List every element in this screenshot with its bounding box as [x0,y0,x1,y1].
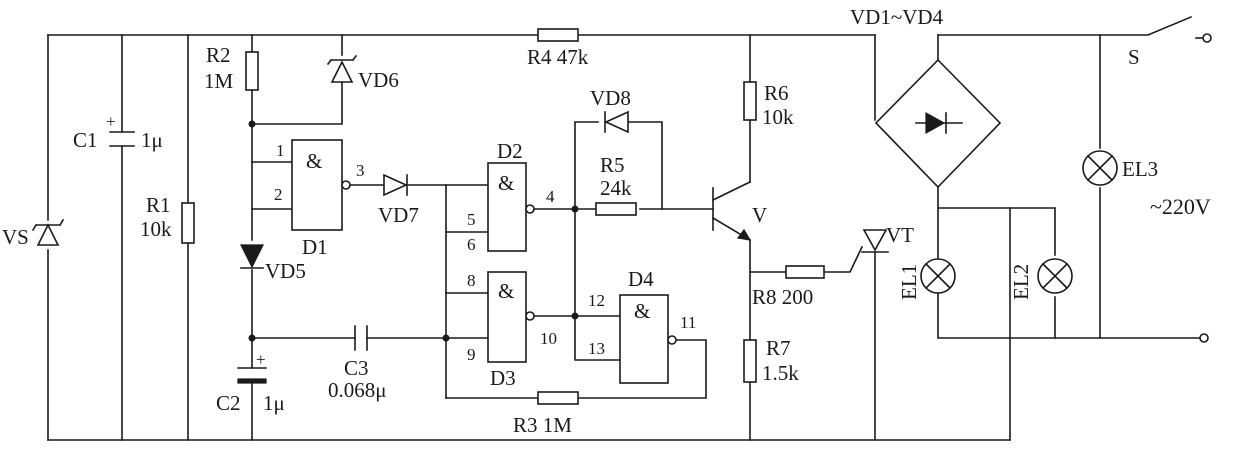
lamp-el1: EL1 [897,258,956,300]
gate-d1: & 1 2 3 D1 [274,139,365,259]
gate-d2: & D2 5 6 4 [467,139,555,254]
diode-vd6: VD6 [326,54,399,92]
resistor-r6: R6 10k [743,81,794,129]
label-el1: EL1 [897,264,921,300]
diode-vd5: VD5 [240,244,306,283]
label-d2-pin4: 4 [546,187,555,206]
gate-d4-symbol: & [634,299,650,323]
label-r4: R4 47k [527,45,589,69]
label-d2-pin5: 5 [467,210,476,229]
label-d3-pin10: 10 [540,329,557,348]
bridge-rectifier: VD1~VD4 [850,5,1002,189]
resistor-r1: R1 10k [140,193,195,244]
label-bridge: VD1~VD4 [850,5,944,29]
label-r7-value: 1.5k [762,361,799,385]
label-d1-pin3: 3 [356,161,365,180]
zener-vs: VS [2,218,65,249]
label-c3-value: 0.068μ [328,378,387,402]
lamp-el2: EL2 [1009,258,1073,300]
label-vd7: VD7 [378,203,419,227]
gate-d3-symbol: & [498,279,514,303]
gate-d4: & D4 12 13 11 [588,267,696,384]
label-el3: EL3 [1122,157,1158,181]
label-v: V [752,203,767,227]
label-d1-pin1: 1 [276,141,285,160]
label-c2-plus: + [256,350,266,369]
junction-dots [248,120,579,342]
label-d4-pin12: 12 [588,291,605,310]
label-el2: EL2 [1009,264,1033,300]
transistor-v: V [711,180,767,242]
resistor-r5: R5 24k [595,153,637,216]
label-r7-name: R7 [766,336,791,360]
diode-vd8: VD8 [590,86,631,134]
gate-d2-symbol: & [498,171,514,195]
thyristor-vt: VT [861,223,914,253]
label-d3-pin8: 8 [467,271,476,290]
label-r6-name: R6 [764,81,789,105]
label-r2-value: 1M [204,69,234,93]
capacitor-c3: C3 0.068μ [328,325,387,402]
label-d4: D4 [628,267,654,291]
label-d1: D1 [302,235,328,259]
resistor-r4: R4 47k [527,28,589,69]
gate-d3: & 8 9 10 D3 [467,271,557,390]
capacitor-c2: + C2 1μ [216,350,285,415]
label-r8: R8 200 [752,285,813,309]
resistor-r8: R8 200 [752,265,825,309]
label-vt: VT [886,223,914,247]
label-r1-name: R1 [146,193,171,217]
label-d3-pin9: 9 [467,345,476,364]
gate-d1-symbol: & [306,149,322,173]
mains-terminal: ~220V [1150,194,1211,343]
label-r5-name: R5 [600,153,625,177]
diode-vd7: VD7 [378,173,419,227]
label-c1-value: 1μ [141,128,163,152]
label-d2: D2 [497,139,523,163]
label-d3: D3 [490,366,516,390]
wires [47,15,1201,441]
label-d2-pin6: 6 [467,235,476,254]
label-c1-plus: + [106,112,116,131]
label-c1-name: C1 [73,128,98,152]
label-c2-value: 1μ [263,391,285,415]
switch-s: S [1128,33,1212,69]
label-r5-value: 24k [600,176,632,200]
resistor-r7: R7 1.5k [743,336,799,385]
label-vd6: VD6 [358,68,399,92]
label-d4-pin11: 11 [680,313,696,332]
label-r6-value: 10k [762,105,794,129]
label-r1-value: 10k [140,217,172,241]
label-r3: R3 1M [513,413,572,437]
label-vd5: VD5 [265,259,306,283]
resistor-r2: R2 1M [204,43,259,93]
lamp-el3: EL3 [1082,150,1158,186]
label-d4-pin13: 13 [588,339,605,358]
resistor-r3: R3 1M [513,391,579,437]
label-c2-name: C2 [216,391,241,415]
label-r2-name: R2 [206,43,231,67]
capacitor-c1: C1 + 1μ [73,112,163,152]
label-d1-pin2: 2 [274,185,283,204]
label-vs: VS [2,225,29,249]
label-mains: ~220V [1150,194,1211,219]
label-vd8: VD8 [590,86,631,110]
label-c3-name: C3 [344,356,369,380]
label-s: S [1128,45,1140,69]
